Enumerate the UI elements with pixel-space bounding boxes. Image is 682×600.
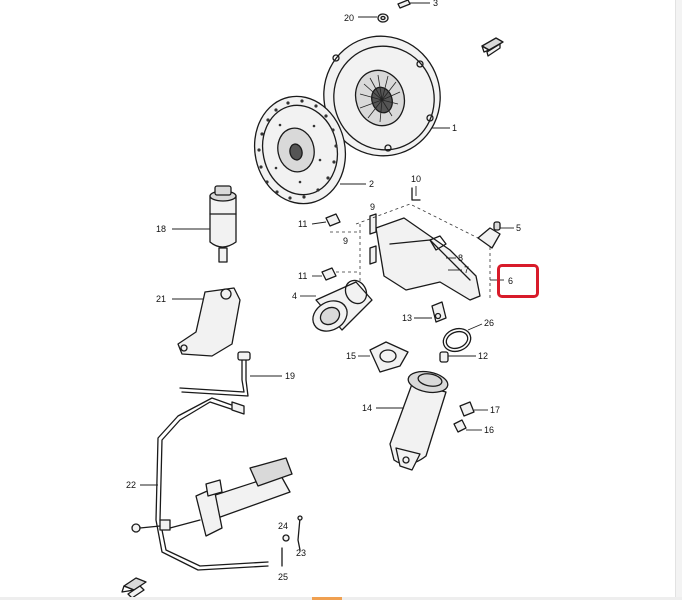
callout-16: 16 bbox=[484, 425, 494, 435]
front-arrow-icon bbox=[481, 37, 504, 57]
callout-6: 6 bbox=[508, 276, 513, 286]
part-14-slave-cylinder: 14 bbox=[362, 370, 449, 471]
callout-4: 4 bbox=[292, 291, 297, 301]
callout-10: 10 bbox=[411, 174, 421, 184]
callout-19: 19 bbox=[285, 371, 295, 381]
part-21-bracket: 21 bbox=[156, 287, 241, 357]
part-5-boot: 5 bbox=[477, 221, 521, 249]
part-4-release-bearing: 4 bbox=[292, 279, 373, 332]
callout-12: 12 bbox=[478, 351, 488, 361]
callout-2: 2 bbox=[369, 179, 374, 189]
callout-9a: 9 bbox=[370, 202, 375, 212]
callout-5: 5 bbox=[516, 223, 521, 233]
callout-18: 18 bbox=[156, 224, 166, 234]
part-2-clutch-disc: 2 bbox=[253, 95, 374, 205]
callout-15: 15 bbox=[346, 351, 356, 361]
callout-23: 23 bbox=[296, 548, 306, 558]
part-17-bleeder: 17 bbox=[459, 401, 500, 417]
callout-17: 17 bbox=[490, 405, 500, 415]
part-16-bolt: 16 bbox=[453, 419, 494, 435]
highlight-box bbox=[497, 264, 539, 298]
part-12-fitting: 12 bbox=[439, 351, 488, 363]
callout-3: 3 bbox=[433, 0, 438, 8]
part-15-gasket: 15 bbox=[346, 341, 409, 373]
part-26-o-ring: 26 bbox=[442, 318, 494, 353]
part-8-spring: 8 bbox=[429, 235, 463, 263]
callout-8: 8 bbox=[458, 253, 463, 263]
part-10-clip: 10 bbox=[411, 174, 421, 201]
callout-24: 24 bbox=[278, 521, 288, 531]
scrollbar-track[interactable] bbox=[675, 0, 682, 600]
callout-9b: 9 bbox=[343, 236, 348, 246]
part-7-release-fork: 7 bbox=[375, 217, 481, 301]
front-arrow-icon-bottom bbox=[121, 577, 147, 599]
callout-21: 21 bbox=[156, 294, 166, 304]
callout-7: 7 bbox=[464, 265, 469, 275]
part-9-retainer: 9 9 bbox=[343, 202, 377, 265]
part-13-bolt: 13 bbox=[402, 301, 447, 323]
callout-13: 13 bbox=[402, 313, 412, 323]
callout-11a: 11 bbox=[298, 219, 307, 229]
part-20-bolt: 20 bbox=[344, 13, 389, 23]
part-23-pushrod: 23 bbox=[296, 515, 306, 558]
assembly-outline bbox=[330, 203, 491, 300]
part-11-clip-upper: 11 bbox=[298, 213, 341, 229]
part-19-line: 19 bbox=[179, 351, 295, 397]
master-cylinder bbox=[131, 457, 293, 537]
callout-22: 22 bbox=[126, 480, 136, 490]
part-24-clip: 24 bbox=[278, 521, 290, 542]
part-3-stud: 3 bbox=[397, 0, 438, 9]
callout-20: 20 bbox=[344, 13, 354, 23]
part-11-clip-lower: 11 bbox=[298, 267, 337, 281]
callout-11b: 11 bbox=[298, 271, 307, 281]
part-22-pipe: 22 bbox=[126, 397, 269, 571]
part-25-pin: 25 bbox=[278, 547, 288, 582]
callout-25: 25 bbox=[278, 572, 288, 582]
bottom-progress-strip bbox=[0, 597, 682, 600]
progress-segment bbox=[312, 597, 342, 600]
callout-1: 1 bbox=[452, 123, 457, 133]
part-18-reservoir: 18 bbox=[156, 185, 237, 263]
callout-26: 26 bbox=[484, 318, 494, 328]
callout-14: 14 bbox=[362, 403, 372, 413]
